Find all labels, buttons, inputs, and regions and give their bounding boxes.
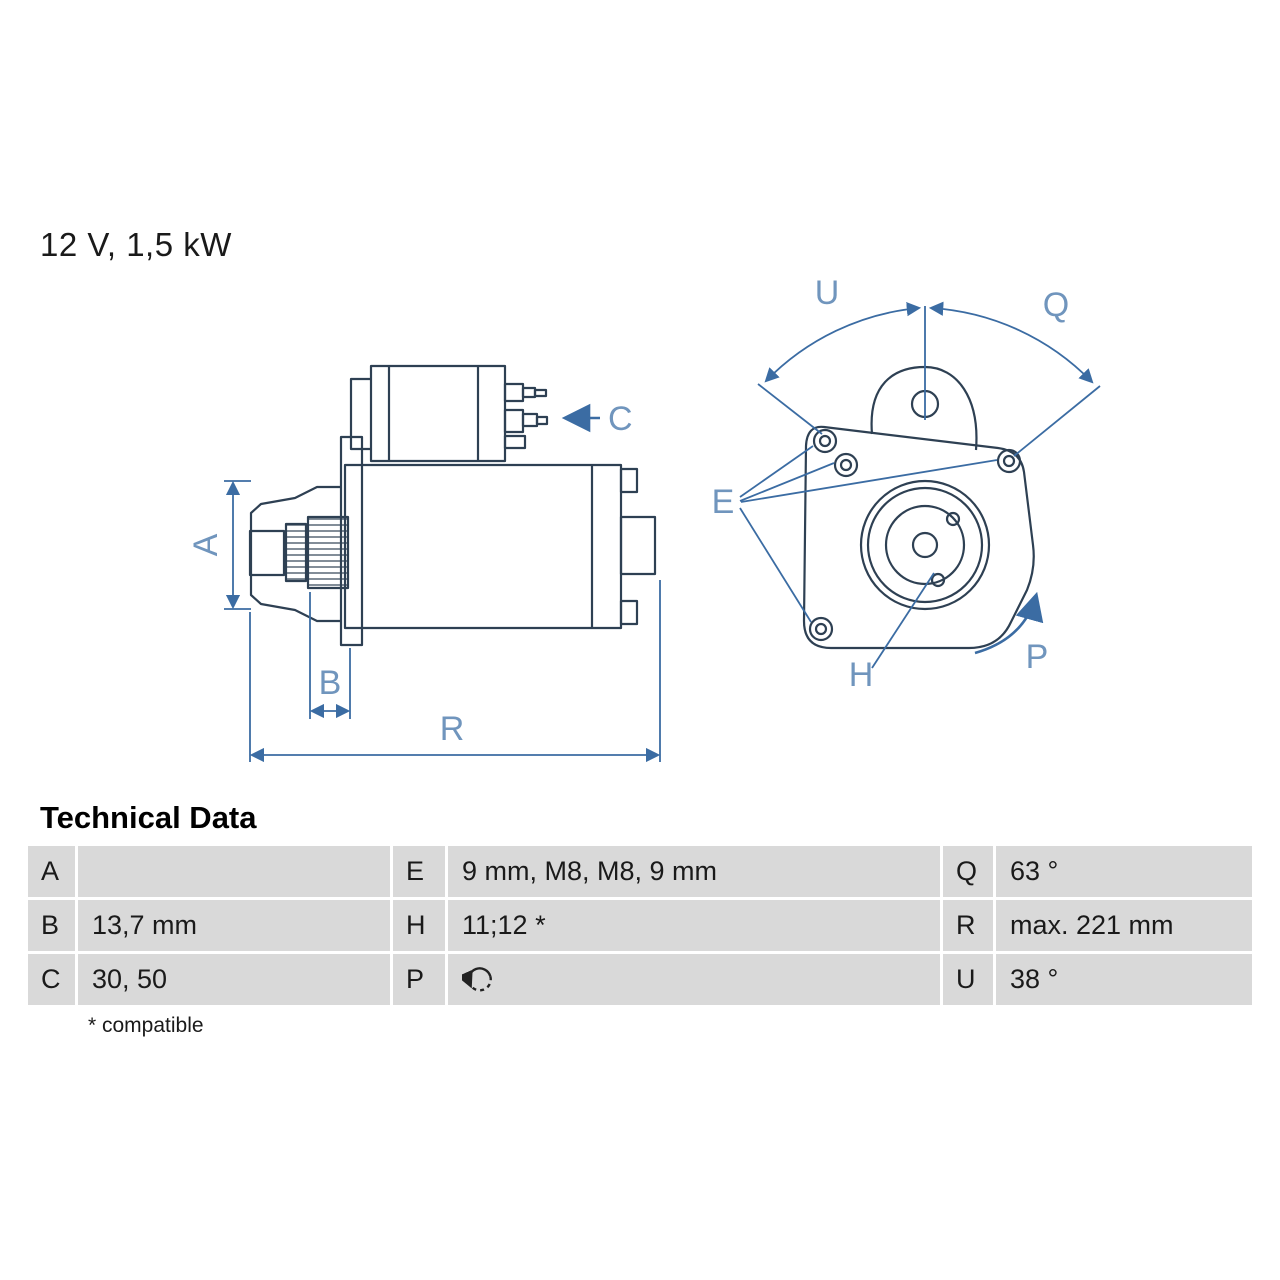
table-cell-value-h: 11;12 * [448, 900, 940, 951]
technical-data-table: A E 9 mm, M8, M8, 9 mm Q 63 ° B 13,7 mm … [28, 846, 1252, 1005]
side-view-outline [248, 364, 657, 647]
dim-label-r: R [440, 710, 465, 748]
side-view-dimensions: A B R C [187, 400, 661, 763]
table-cell-label-p: P [393, 954, 445, 1005]
dim-label-h: H [849, 656, 874, 694]
table-cell-label-q: Q [943, 846, 993, 897]
technical-data-heading: Technical Data [40, 800, 257, 835]
dim-label-q: Q [1043, 286, 1069, 324]
table-cell-value-e: 9 mm, M8, M8, 9 mm [448, 846, 940, 897]
dim-label-b: B [319, 664, 342, 702]
table-cell-label-e: E [393, 846, 445, 897]
dim-label-a: A [187, 533, 225, 556]
page-title: 12 V, 1,5 kW [40, 226, 232, 263]
table-cell-value-a [78, 846, 390, 897]
table-cell-label-h: H [393, 900, 445, 951]
technical-drawing: A B R C [187, 274, 1101, 763]
table-cell-value-u: 38 ° [996, 954, 1252, 1005]
table-cell-value-r: max. 221 mm [996, 900, 1252, 951]
front-view: U Q E H P [712, 274, 1101, 694]
dim-label-u: U [815, 274, 840, 312]
table-cell-label-r: R [943, 900, 993, 951]
table-cell-value-p [448, 954, 940, 1005]
table-cell-value-c: 30, 50 [78, 954, 390, 1005]
footnote: * compatible [88, 1014, 204, 1037]
table-cell-label-u: U [943, 954, 993, 1005]
table-cell-value-b: 13,7 mm [78, 900, 390, 951]
dim-label-e: E [712, 483, 735, 521]
side-view: A B R C [187, 364, 661, 763]
front-view-dimensions: U Q E H P [712, 274, 1101, 694]
dim-label-p: P [1026, 638, 1049, 676]
front-view-outline [802, 365, 1035, 650]
table-cell-label-c: C [28, 954, 75, 1005]
dim-label-c: C [608, 400, 633, 438]
table-cell-label-a: A [28, 846, 75, 897]
table-cell-label-b: B [28, 900, 75, 951]
table-cell-value-q: 63 ° [996, 846, 1252, 897]
rotation-ccw-icon [462, 966, 492, 992]
